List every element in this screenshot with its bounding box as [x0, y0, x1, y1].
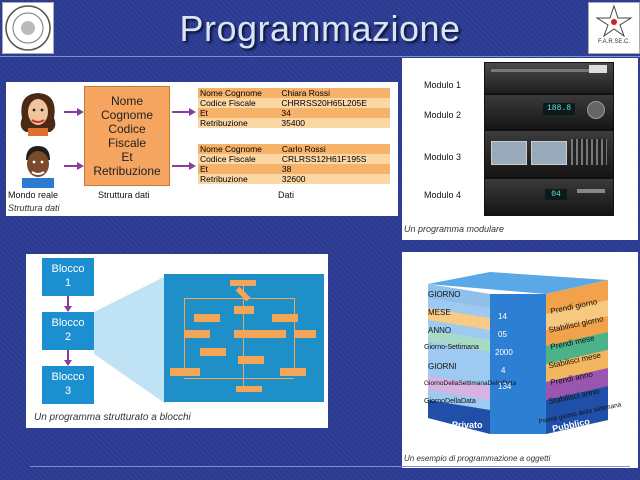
- cube-left-label: Giorno-Settimana: [424, 344, 479, 351]
- modular-program-panel: Modulo 1 Modulo 2 Modulo 3 Modulo 4 188.…: [402, 58, 638, 240]
- panel3-caption: Un programma strutturato a blocchi: [34, 412, 191, 423]
- struct-line: Retribuzione: [93, 164, 161, 178]
- title-divider: [0, 56, 640, 57]
- panel1-caption: Struttura dati: [8, 203, 60, 213]
- farsec-logo-text: F.A.R.SE.C.: [597, 39, 630, 45]
- arrow-down-icon: [67, 350, 69, 362]
- university-seal-logo: [2, 2, 54, 54]
- data-structure-box: Nome Cognome Codice Fiscale Et Retribuzi…: [84, 86, 170, 186]
- struct-line: Et: [121, 150, 133, 164]
- cube-value: 134: [498, 382, 512, 391]
- struct-line: Nome: [110, 94, 143, 108]
- cube-left-label: ANNO: [428, 326, 452, 335]
- object-cube: [428, 272, 608, 434]
- flowchart-detail: [164, 274, 324, 402]
- cube-value: 05: [498, 330, 507, 339]
- struct-line: Fiscale: [107, 136, 146, 150]
- label-data-structure: Struttura dati: [98, 190, 150, 200]
- cube-value: 14: [498, 312, 507, 321]
- arrow-head-icon: [77, 162, 84, 170]
- module-label: Modulo 3: [424, 152, 462, 162]
- arrow-real-to-struct-2: [64, 165, 78, 167]
- data-structure-panel: Nome Cognome Codice Fiscale Et Retribuzi…: [6, 82, 398, 216]
- farsec-logo: F.A.R.SE.C.: [588, 2, 640, 54]
- module-label: Modulo 1: [424, 80, 462, 90]
- struct-line: Cognome: [100, 108, 154, 122]
- module-label: Modulo 2: [424, 110, 462, 120]
- arrow-down-icon: [67, 296, 69, 308]
- struct-line: Codice: [108, 122, 146, 136]
- stereo-module-4: 04: [484, 178, 614, 216]
- stereo-module-1: [484, 62, 614, 94]
- cube-value: 4: [501, 366, 506, 375]
- cube-value: 2000: [495, 348, 513, 357]
- module-label: Modulo 4: [424, 190, 462, 200]
- page-title: Programmazione: [179, 8, 461, 49]
- cube-left-label: GIORNO: [428, 290, 461, 299]
- star-emblem-icon: [595, 4, 633, 38]
- arrow-down-icon: [64, 360, 72, 366]
- arrow-head-icon: [189, 162, 196, 170]
- cube-private-label: Privato: [452, 420, 483, 430]
- panel4-caption: Un esempio di programmazione a oggetti: [404, 454, 551, 463]
- man-avatar-icon: [14, 142, 62, 188]
- cube-left-label: GIORNI: [428, 362, 457, 371]
- arrow-head-icon: [77, 108, 84, 116]
- display-readout: 04: [545, 189, 567, 200]
- arrow-down-icon: [64, 306, 72, 312]
- object-program-panel: GIORNO MESE ANNO Giorno-Settimana GIORNI…: [402, 252, 638, 468]
- seal-icon: [5, 5, 51, 51]
- label-data: Dati: [278, 190, 295, 200]
- stereo-module-3: [484, 130, 614, 178]
- woman-avatar-icon: [14, 88, 62, 136]
- label-real-world: Mondo reale: [8, 190, 59, 200]
- display-readout: 188.8: [543, 103, 575, 115]
- cube-left-label: GiornoDellaData: [424, 398, 476, 405]
- footer-divider: [30, 466, 630, 467]
- panel2-caption: Un programma modulare: [404, 224, 505, 234]
- zoom-cone: [94, 276, 166, 404]
- stereo-module-2: 188.8: [484, 94, 614, 130]
- arrow-struct-to-data-2: [172, 165, 190, 167]
- cube-left-label: MESE: [428, 308, 451, 317]
- arrow-struct-to-data-1: [172, 111, 190, 113]
- arrow-head-icon: [189, 108, 196, 116]
- arrow-real-to-struct-1: [64, 111, 78, 113]
- cube-left-label: GiornoDellaSettimanaDellaData: [424, 380, 517, 387]
